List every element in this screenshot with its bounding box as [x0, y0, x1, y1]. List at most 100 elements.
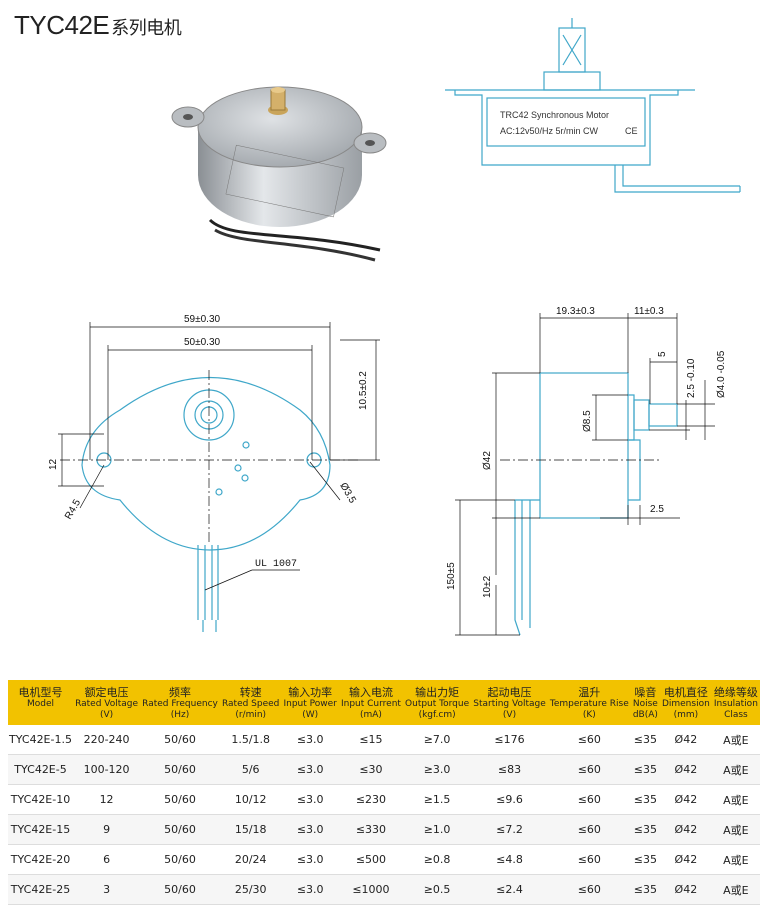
table-cell: A或E	[711, 784, 760, 815]
table-cell: ≤35	[630, 754, 660, 785]
table-cell: TYC42E-1.5	[8, 725, 74, 755]
column-header-en: Starting Voltage	[473, 699, 546, 709]
table-cell: Ø42	[659, 784, 712, 815]
column-header-en: Insulation	[713, 699, 758, 709]
table-cell: ≥0.5	[402, 874, 472, 905]
table-cell: Ø42	[659, 754, 712, 785]
column-header-en: Output Torque	[405, 699, 470, 709]
column-header-en: Rated Frequency	[142, 699, 218, 709]
table-cell: ≥7.0	[402, 725, 472, 755]
column-header-cn: 输入功率	[288, 686, 333, 699]
label-line-1: TRC42 Synchronous Motor	[500, 110, 609, 120]
table-cell: A或E	[711, 844, 760, 875]
column-header-unit: dB(A)	[632, 710, 658, 720]
table-cell: 50/60	[140, 754, 220, 785]
table-cell: ≤1000	[338, 874, 403, 905]
front-view-drawing	[81, 377, 331, 632]
column-header-cn: 输入电流	[348, 686, 393, 699]
table-cell: ≤3.0	[281, 784, 339, 815]
dim-10-5: 10.5±0.2	[358, 371, 369, 410]
column-header-cn: 温升	[578, 686, 601, 699]
table-cell: 10/12	[219, 784, 282, 815]
table-cell: ≤60	[547, 844, 631, 875]
table-cell: ≤330	[338, 814, 403, 845]
table-cell: ≥1.5	[402, 784, 472, 815]
table-cell: 3	[73, 874, 141, 905]
column-header-cn: 输出力矩	[415, 686, 460, 699]
column-header-cn: 起动电压	[487, 686, 532, 699]
table-cell: 220-240	[73, 725, 141, 755]
column-header-unit: Class	[724, 710, 748, 720]
table-cell: ≤15	[338, 725, 403, 755]
table-cell: 6	[73, 844, 141, 875]
table-cell: 50/60	[140, 784, 220, 815]
table-cell: 9	[73, 814, 141, 845]
model-title: TYC42E	[14, 10, 110, 40]
column-header-cn: 绝缘等级	[713, 686, 758, 699]
table-cell: TYC42E-10	[8, 784, 74, 815]
table-cell: 50/60	[140, 874, 220, 905]
motor-photo	[171, 86, 387, 262]
dim-59: 59±0.30	[184, 314, 221, 325]
table-cell: ≤176	[471, 725, 548, 755]
table-cell: 50/60	[140, 814, 220, 845]
table-cell: ≤60	[547, 725, 631, 755]
table-cell: ≤60	[547, 814, 631, 845]
table-cell: ≤35	[630, 725, 660, 755]
table-cell: 20/24	[219, 844, 282, 875]
table-cell: ≤83	[471, 754, 548, 785]
table-cell: ≤3.0	[281, 754, 339, 785]
table-cell: A或E	[711, 754, 760, 785]
table-cell: 50/60	[140, 725, 220, 755]
table-cell: ≤2.4	[471, 874, 548, 905]
column-header-cn: 电机型号	[18, 686, 63, 699]
table-cell: A或E	[711, 874, 760, 905]
dim-2-5: 2.5	[650, 504, 664, 515]
dim-50: 50±0.30	[184, 337, 221, 348]
ce-mark: CE	[625, 126, 638, 136]
table-cell: Ø42	[659, 874, 712, 905]
cable-spec: UL 1007	[255, 559, 297, 570]
dim-12: 12	[48, 458, 59, 470]
table-cell: ≤35	[630, 814, 660, 845]
table-cell: ≤35	[630, 784, 660, 815]
column-header-unit: (V)	[502, 710, 517, 720]
table-cell: 12	[73, 784, 141, 815]
table-cell: TYC42E-20	[8, 844, 74, 875]
table-cell: 5/6	[219, 754, 282, 785]
table-cell: ≤3.0	[281, 844, 339, 875]
table-cell: 100-120	[73, 754, 141, 785]
table-cell: TYC42E-5	[8, 754, 74, 785]
table-cell: ≤35	[630, 844, 660, 875]
column-header-en: Model	[27, 699, 55, 709]
table-cell: ≤230	[338, 784, 403, 815]
column-header-en: Rated Voltage	[75, 699, 139, 709]
column-header-unit: (V)	[99, 710, 114, 720]
dim-5: 5	[657, 351, 668, 357]
table-cell: ≤3.0	[281, 814, 339, 845]
table-cell: 25/30	[219, 874, 282, 905]
column-header-en: Noise	[632, 699, 658, 709]
dim-d4-tol: Ø4.0 -0.05	[716, 350, 727, 398]
table-cell: ≤60	[547, 874, 631, 905]
table-cell: ≤9.6	[471, 784, 548, 815]
